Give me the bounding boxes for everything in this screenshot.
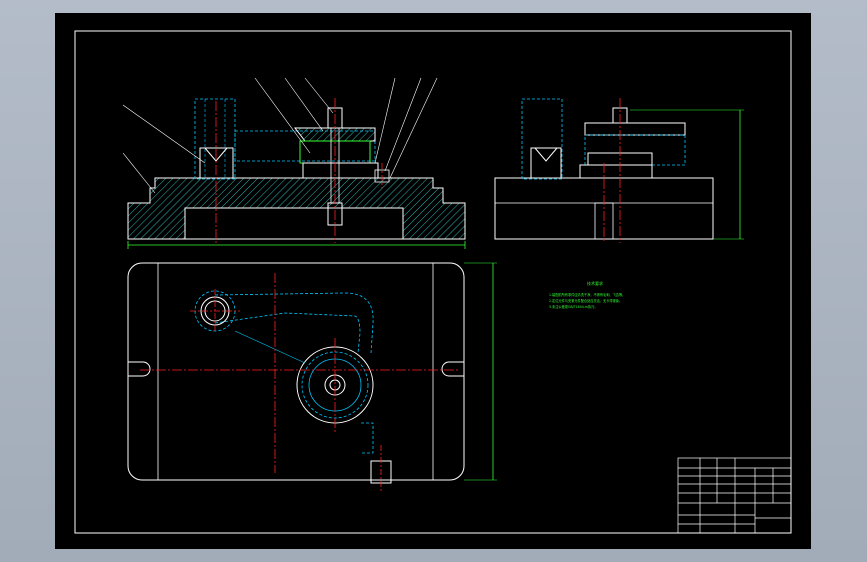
tech-note-line: 1.装配前所有零件应清洗干净，不得有毛刺、飞边等。 [549, 292, 625, 297]
side-view [494, 98, 744, 243]
cad-drawing: 技术要求 1.装配前所有零件应清洗干净，不得有毛刺、飞边等。 2.定位元件与夹紧… [74, 30, 792, 534]
front-section-view [122, 77, 466, 249]
side-post-hidden [521, 98, 563, 180]
locating-pin [374, 169, 390, 183]
plan-view [127, 262, 497, 493]
drawing-sheet: 技术要求 1.装配前所有零件应清洗干净，不得有毛刺、飞边等。 2.定位元件与夹紧… [55, 13, 811, 549]
v-block [199, 147, 234, 179]
base-section [127, 177, 466, 240]
title-block [677, 457, 792, 534]
slot-left [128, 361, 151, 377]
tech-note-line: 3.未注公差按GB/T1804-m执行。 [549, 304, 598, 309]
plan-base [127, 262, 465, 481]
tech-note-line: 2.定位元件与夹紧元件配合处应灵活，无卡滞现象。 [549, 298, 622, 303]
technical-notes: 技术要求 1.装配前所有零件应清洗干净，不得有毛刺、飞边等。 2.定位元件与夹紧… [549, 280, 625, 309]
part-leaders [122, 77, 438, 194]
tech-notes-title: 技术要求 [587, 280, 603, 286]
slot-right [441, 361, 464, 377]
clamp-arm-hidden [214, 292, 374, 354]
drawing-frame [74, 30, 792, 534]
support-post-hidden [194, 98, 236, 180]
